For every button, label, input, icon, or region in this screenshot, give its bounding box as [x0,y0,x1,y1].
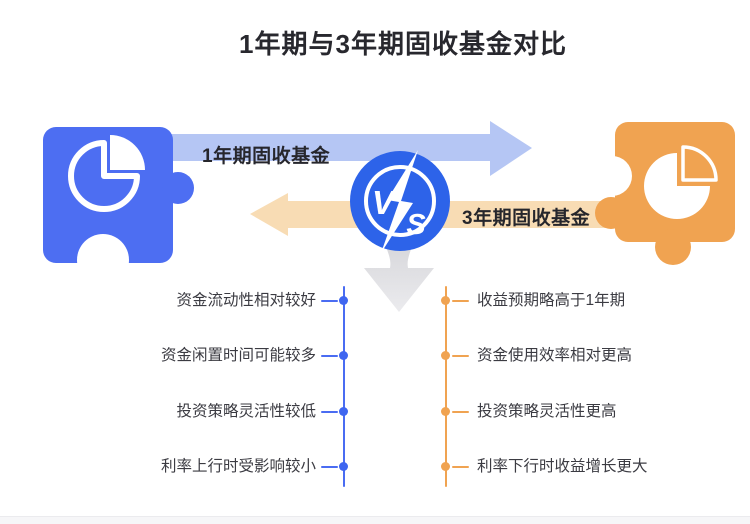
right-connector-line [445,286,447,487]
left-arrow-icon [250,193,650,236]
right-node-dot [441,351,450,360]
right-node-dot [441,296,450,305]
right-node-dot [441,407,450,416]
right-node-dot [441,462,450,471]
down-arrow-icon [364,232,434,312]
left-tick-dash [321,466,338,468]
right-arrow-icon [160,121,532,176]
pie-chart-icon [644,145,718,219]
left-node-dot [339,351,348,360]
vs-letter-s: S [406,209,426,241]
right-tick-dash [452,411,469,413]
right-feature-item: 收益预期略高于1年期 [477,292,626,309]
page-title: 1年期与3年期固收基金对比 [239,29,567,59]
left-feature-item: 利率上行时受影响较小 [160,458,316,475]
left-node-dot [339,296,348,305]
left-tick-dash [321,355,338,357]
left-feature-item: 资金流动性相对较好 [176,292,316,309]
vs-lightning-badge-icon: V S [350,150,450,253]
right-feature-item: 利率下行时收益增长更大 [477,458,648,475]
right-tick-dash [452,300,469,302]
left-feature-item: 投资策略灵活性较低 [176,403,316,420]
left-connector-line [343,286,345,487]
left-tick-dash [321,300,338,302]
left-tick-dash [321,411,338,413]
right-tick-dash [452,355,469,357]
left-feature-item: 资金闲置时间可能较多 [160,347,316,364]
left-fund-arrow-label: 1年期固收基金 [202,146,331,167]
right-feature-item: 资金使用效率相对更高 [477,347,633,364]
left-node-dot [339,462,348,471]
footer-divider [0,516,750,524]
right-feature-item: 投资策略灵活性更高 [477,403,617,420]
right-tick-dash [452,466,469,468]
puzzle-piece-left [43,127,194,286]
pie-chart-icon [68,135,145,212]
lightning-bolt-icon [381,150,418,253]
vs-letter-v: V [372,184,397,221]
right-fund-arrow-label: 3年期固收基金 [462,208,591,229]
left-node-dot [339,407,348,416]
puzzle-piece-right [592,122,735,265]
